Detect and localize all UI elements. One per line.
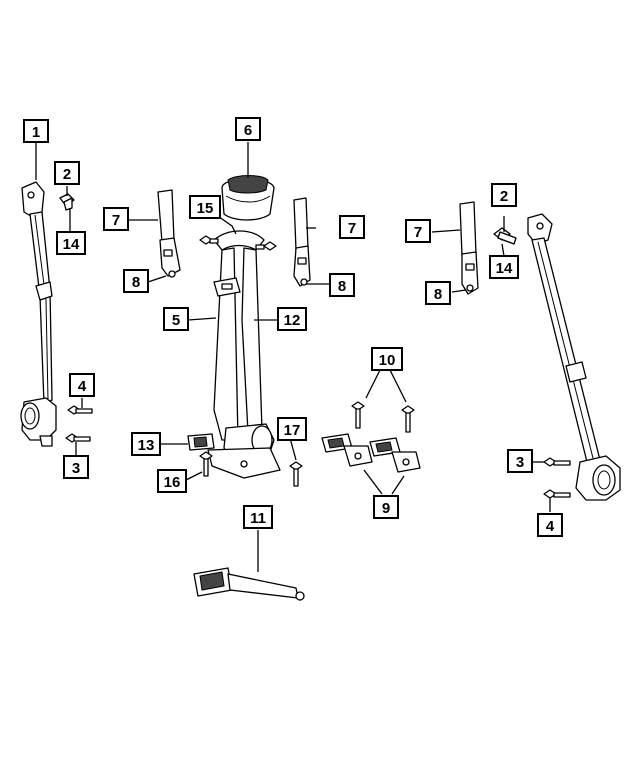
svg-text:4: 4 [546,518,555,535]
svg-text:14: 14 [63,236,80,253]
svg-text:8: 8 [338,278,346,295]
left-seat-belt-retractor-assembly [20,181,57,447]
center-right-strap [293,197,311,287]
svg-text:6: 6 [244,122,252,139]
svg-text:3: 3 [72,460,80,477]
svg-text:7: 7 [414,224,422,241]
svg-text:15: 15 [197,200,214,217]
callout-3-left: 3 [63,455,89,479]
callout-15: 15 [189,195,221,219]
svg-text:11: 11 [250,510,266,527]
svg-text:2: 2 [63,166,71,183]
callout-7-center: 7 [339,215,365,239]
left-pretensioner-bolt [59,193,75,211]
right-pretensioner-bolt [493,227,517,245]
center-guide-bolt-right [255,241,277,251]
rear-buckle-left [321,433,373,467]
callout-2-right: 2 [491,183,517,207]
buckle-mount-bolt-left [351,401,365,429]
center-anchor-bolt [289,461,303,487]
center-belt-cover [221,175,275,221]
svg-text:10: 10 [379,352,396,369]
center-guide-bolt-left [199,235,219,245]
callout-17: 17 [277,417,307,441]
callout-10: 10 [371,347,403,371]
callout-1: 1 [23,119,49,143]
right-strap [459,201,479,295]
svg-text:2: 2 [500,188,508,205]
svg-text:16: 16 [164,474,181,491]
svg-text:4: 4 [78,378,87,395]
callout-4-left: 4 [69,373,95,397]
callout-8-center: 8 [329,273,355,297]
callout-3-right: 3 [507,449,533,473]
callout-14-left: 14 [56,231,86,255]
callout-4-right: 4 [537,513,563,537]
center-buckle-bolt [199,451,213,477]
callout-7-right: 7 [405,219,431,243]
callout-12: 12 [277,307,307,331]
callout-14-right: 14 [489,255,519,279]
right-seat-belt-retractor-assembly [527,213,621,501]
svg-text:9: 9 [382,500,390,517]
callout-16: 16 [157,469,187,493]
svg-text:12: 12 [284,312,301,329]
left-upper-anchor-bolt [67,405,93,415]
svg-text:3: 3 [516,454,524,471]
rear-buckle-right [369,437,421,473]
svg-text:1: 1 [32,124,40,141]
callout-11: 11 [243,505,273,529]
callout-6: 6 [235,117,261,141]
svg-text:5: 5 [172,312,180,329]
callout-2-left: 2 [54,161,80,185]
svg-text:7: 7 [348,220,356,237]
center-lap-buckle [193,567,305,601]
callout-8-right: 8 [425,281,451,305]
callout-5: 5 [163,307,189,331]
right-lower-anchor-bolt [543,457,571,467]
svg-text:14: 14 [496,260,513,277]
center-buckle [187,433,215,451]
center-left-strap [157,189,181,278]
callout-13: 13 [131,432,161,456]
buckle-mount-bolt-right [401,405,415,433]
svg-text:8: 8 [434,286,442,303]
svg-text:7: 7 [112,212,120,229]
left-lower-anchor-bolt [65,433,91,443]
right-upper-anchor-bolt [543,489,571,499]
svg-text:17: 17 [284,422,301,439]
callout-9: 9 [373,495,399,519]
svg-text:13: 13 [138,437,155,454]
svg-text:8: 8 [132,274,140,291]
center-seat-belt-assembly [207,230,281,479]
callout-7-left: 7 [103,207,129,231]
callout-8-left: 8 [123,269,149,293]
leader-lines [35,142,551,572]
